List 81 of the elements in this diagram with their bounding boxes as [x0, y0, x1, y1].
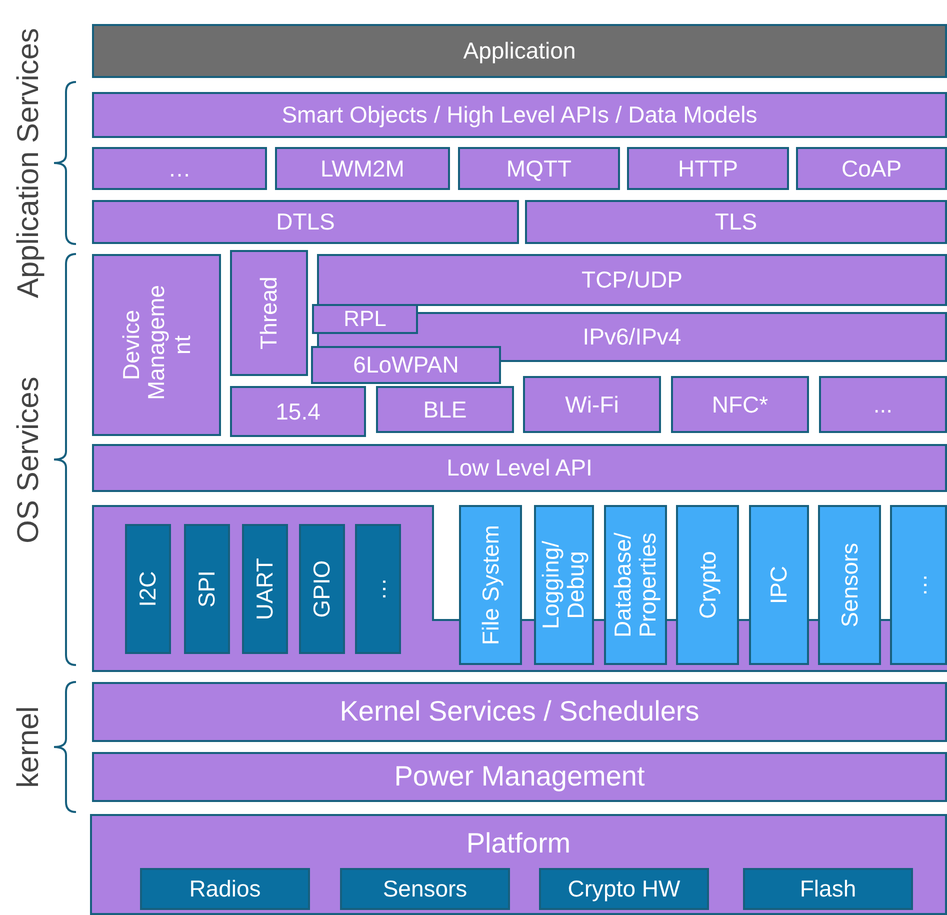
service-box [92, 254, 221, 436]
security-box [92, 200, 519, 244]
service-box [676, 505, 739, 665]
hardware-box [743, 868, 913, 910]
radio-box [819, 376, 947, 433]
box-label: Application [462, 38, 577, 64]
service-box [890, 505, 947, 665]
layer-box [92, 752, 947, 802]
protocol-box [796, 147, 947, 190]
layer-box [92, 444, 947, 492]
box-label: Platform [465, 828, 572, 860]
protocol-box [92, 147, 267, 190]
box-label: TCP/UDP [580, 267, 684, 293]
radio-box [376, 386, 514, 433]
box-label: CoAP [840, 156, 903, 182]
box-label: Radios [188, 876, 262, 902]
service-box [604, 505, 667, 665]
radio-box [523, 376, 661, 433]
box-label: LWM2M [320, 156, 406, 182]
driver-box [355, 524, 401, 654]
box-label: Thread [256, 276, 282, 352]
box-label: UART [252, 556, 278, 622]
box-label: HTTP [676, 156, 740, 182]
layer-box [92, 682, 947, 742]
protocol-box [275, 147, 450, 190]
box-label: 15.4 [274, 398, 322, 424]
driver-box [242, 524, 288, 654]
service-box [459, 505, 522, 665]
protocol-box [312, 304, 418, 334]
layer-box [92, 92, 947, 138]
box-label: File System [478, 524, 504, 648]
box-label: 6LoWPAN [352, 352, 460, 378]
box-label: IPC [766, 564, 792, 606]
box-label: Sensors [382, 876, 468, 902]
security-box [525, 200, 947, 244]
box-label: Crypto HW [566, 876, 682, 902]
section-label: kernel [12, 706, 46, 788]
box-label: Database/ Properties [610, 532, 661, 640]
box-label: GPIO [309, 559, 335, 620]
box-label: SPI [194, 569, 220, 610]
box-label: … [167, 156, 192, 182]
hardware-box [340, 868, 510, 910]
box-label: … [906, 572, 932, 598]
box-label: I2C [135, 570, 161, 609]
radio-box [230, 386, 366, 437]
box-label: Crypto [694, 550, 720, 621]
box-label: RPL [342, 306, 388, 332]
driver-box [184, 524, 230, 654]
box-label: Logging/ Debug [538, 540, 590, 632]
platform-layer [90, 814, 947, 915]
protocol-box [311, 346, 501, 384]
box-label: TLS [714, 209, 758, 235]
box-label: NFC* [710, 392, 770, 418]
box-label: ... [872, 392, 894, 418]
service-box [749, 505, 809, 665]
box-label: IPv6/IPv4 [582, 324, 682, 350]
application-layer [92, 24, 947, 78]
driver-box [299, 524, 345, 654]
box-label: Wi-Fi [564, 392, 620, 418]
box-label: DTLS [275, 209, 336, 235]
box-label: Power Management [393, 762, 646, 792]
protocol-box [317, 254, 947, 306]
service-box [818, 505, 881, 665]
section-label: OS Services [12, 376, 46, 543]
box-label: Flash [798, 876, 858, 902]
service-box [534, 505, 594, 665]
box-label: Sensors [836, 542, 862, 630]
hardware-box [539, 868, 709, 910]
box-label: … [365, 576, 391, 602]
box-label: BLE [422, 396, 468, 422]
protocol-box [230, 250, 308, 376]
box-label: Low Level API [446, 455, 594, 481]
box-label: Smart Objects / High Level APIs / Data Models [280, 102, 758, 128]
section-label: Application Services [12, 28, 46, 298]
driver-box [125, 524, 171, 654]
radio-box [671, 376, 809, 433]
protocol-box [627, 147, 789, 190]
protocol-box [458, 147, 620, 190]
hardware-box [140, 868, 310, 910]
box-label: Kernel Services / Schedulers [338, 696, 700, 728]
box-label: MQTT [505, 156, 573, 182]
